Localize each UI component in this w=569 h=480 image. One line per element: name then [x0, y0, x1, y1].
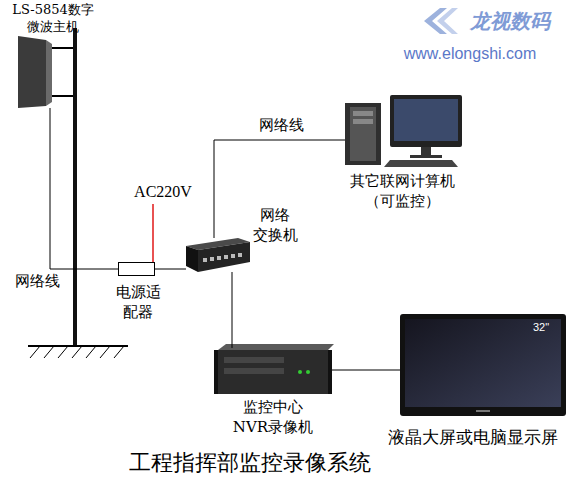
display-screen [405, 319, 561, 407]
network-cable [155, 269, 186, 270]
nvr-led [306, 370, 310, 374]
node-label: 电源适 配器 [107, 283, 169, 322]
pc-base [410, 155, 442, 158]
diagram-title: 工程指挥部监控录像系统 [80, 449, 420, 478]
nvr-body [216, 350, 330, 394]
bracket [52, 95, 73, 97]
nvr-bay [224, 357, 284, 363]
node-label: 网络 交换机 [244, 206, 306, 245]
pc-drive [353, 111, 373, 116]
device-node: LS-5854数字 微波主机 [16, 36, 52, 108]
pc-drive [353, 119, 373, 124]
power-line [152, 204, 154, 262]
switch-front [198, 242, 250, 272]
node-label: 监控中心 NVR录像机 [208, 398, 338, 437]
pc-stand [421, 147, 431, 155]
switch-side [186, 246, 198, 272]
display-bezel [400, 314, 566, 416]
nvr-top [218, 344, 334, 350]
pc-front [350, 107, 376, 161]
network-cable [232, 272, 233, 348]
cable-label: 网络线 [6, 272, 68, 292]
ground-line [28, 345, 128, 347]
power-label: AC220V [128, 182, 198, 203]
pc-monitor [390, 95, 462, 147]
pole [73, 28, 77, 346]
node-label: 液晶大屏或电脑显示屏 [380, 426, 566, 448]
nvr-led [298, 370, 302, 374]
device-node: 其它联网计算机 （可监控） [345, 95, 467, 167]
pc-keyboard [384, 160, 458, 167]
logo-text: 龙视数码 [462, 8, 558, 34]
pc-tower [345, 103, 381, 165]
nvr-ear [214, 350, 218, 394]
switch-ports [203, 253, 242, 262]
network-cable [50, 108, 118, 269]
device-node: 网络 交换机 [186, 238, 250, 272]
adapter-box: 电源适 配器 [118, 262, 155, 276]
website-url: www.elongshi.com [380, 44, 560, 65]
ground-hatch [30, 346, 124, 358]
cable-label: 网络线 [250, 116, 312, 136]
node-label: LS-5854数字 微波主机 [0, 2, 106, 36]
nvr-ear [328, 350, 332, 394]
network-cable [332, 370, 400, 371]
node-label: 其它联网计算机 （可监控） [322, 172, 482, 211]
pc-screen [394, 99, 458, 141]
logo-mark [437, 8, 458, 34]
bracket [52, 47, 73, 49]
antenna-panel [18, 36, 46, 108]
screen-size: 32" [526, 320, 556, 334]
nvr-bay [224, 368, 284, 374]
device-node: 32"液晶大屏或电脑显示屏 [400, 314, 566, 416]
device-node: 监控中心 NVR录像机 [214, 348, 332, 396]
antenna-side [46, 40, 52, 106]
display-logo [476, 410, 490, 412]
